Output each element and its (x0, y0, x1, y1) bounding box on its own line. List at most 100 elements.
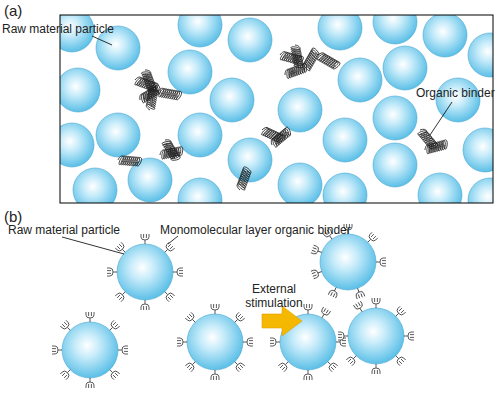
packed-particles (60, 15, 493, 203)
particle (228, 138, 272, 182)
binder-molecule (107, 367, 120, 380)
binder-coil (424, 140, 449, 155)
particle (228, 18, 272, 62)
leader-line (92, 36, 112, 45)
binder-molecule (107, 268, 117, 276)
binder-molecule (393, 306, 406, 319)
particle (318, 15, 362, 50)
particle-group (60, 15, 493, 203)
binder-coil (118, 156, 142, 167)
particle (278, 88, 322, 132)
particle (178, 15, 222, 47)
part-label: Raw material particle (2, 22, 142, 36)
binder-molecule (118, 346, 128, 354)
binder-coils (118, 44, 449, 191)
binder-molecule (354, 287, 365, 299)
binder-molecule (185, 312, 198, 325)
particle (463, 128, 493, 172)
particle (468, 178, 493, 203)
part-label: Monomolecular layer organic binder (160, 223, 380, 237)
particle (187, 314, 243, 370)
particle (168, 50, 212, 94)
leader-line (168, 236, 178, 244)
particle (468, 33, 493, 77)
binder-coil (157, 88, 182, 101)
binder-molecule (319, 307, 331, 320)
binder-molecule (376, 258, 386, 266)
binder-molecule (311, 268, 323, 279)
panel-frame (60, 15, 493, 203)
binder-molecule (107, 320, 120, 333)
particle (210, 78, 254, 122)
leader-line (430, 102, 452, 135)
particle (96, 113, 140, 157)
binder-molecule (60, 367, 73, 380)
binder-molecule (141, 300, 149, 310)
particle (423, 15, 467, 57)
particle (178, 178, 222, 203)
binder-molecule (211, 304, 219, 314)
binder-molecule (162, 289, 175, 302)
binder-molecule (52, 346, 62, 354)
binder-molecule (60, 320, 73, 333)
particle (383, 46, 427, 90)
binder-molecule (393, 353, 406, 366)
binder-molecule (304, 304, 312, 314)
leader-line (62, 237, 124, 254)
particle (338, 58, 382, 102)
binder-molecule (232, 312, 245, 325)
binder-molecule (173, 268, 183, 276)
binder-coil (316, 51, 341, 71)
binder-molecule (270, 338, 280, 346)
binder-ring (107, 234, 183, 310)
binder-molecule (328, 286, 339, 298)
panel-letter: (a) (4, 2, 44, 19)
binder-coil (291, 44, 304, 69)
particle (418, 173, 462, 203)
particle (323, 118, 367, 162)
coated-particles (62, 234, 404, 378)
binder-molecule (243, 338, 253, 346)
binder-coil (159, 146, 184, 159)
particle (128, 158, 172, 202)
binder-molecule (404, 332, 414, 340)
binder-molecule (141, 234, 149, 244)
binder-coil (269, 126, 293, 148)
particle (323, 173, 367, 203)
binder-molecule (338, 332, 348, 340)
particle (73, 168, 117, 203)
binder-coil (236, 166, 252, 191)
panel-letter: (b) (4, 208, 44, 225)
binder-molecule (177, 338, 187, 346)
particle (373, 96, 417, 140)
monolayer-binders (52, 224, 414, 388)
binder-molecule (211, 370, 219, 380)
stimulus-arrow (262, 306, 302, 336)
binder-molecule (278, 359, 291, 372)
particle (373, 15, 417, 44)
binder-molecule (232, 359, 245, 372)
binder-molecule (86, 312, 94, 322)
binder-ring (52, 312, 128, 388)
binder-molecule (346, 353, 359, 366)
binder-molecule (115, 289, 128, 302)
particle (373, 143, 417, 187)
binder-molecule (372, 298, 380, 308)
binder-ring (338, 298, 414, 374)
binder-molecule (86, 378, 94, 388)
binder-molecule (365, 232, 378, 245)
part-label: Organic binder (416, 86, 500, 100)
binder-molecule (311, 245, 323, 256)
binder-molecule (354, 301, 366, 314)
binder-coil (146, 86, 159, 111)
binder-molecule (372, 364, 380, 374)
binder-molecule (304, 370, 312, 380)
particle (320, 234, 376, 290)
particle (117, 244, 173, 300)
particle (348, 308, 404, 364)
particle (62, 322, 118, 378)
particle (178, 113, 222, 157)
stimulus-label: External stimulation (236, 282, 312, 310)
